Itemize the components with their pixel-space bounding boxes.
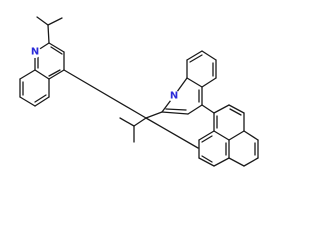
bond [186,50,203,61]
bond [19,96,36,107]
central-carbon [119,111,199,149]
bond [161,111,189,115]
bond [243,130,259,141]
structure-diagram: N N [19,16,259,167]
atom-background [168,90,180,102]
bond [165,108,187,111]
bond [228,157,245,167]
bond [189,54,203,63]
bond [119,117,135,127]
bond [243,157,259,167]
bond [47,17,63,26]
nitrogen-atom-left: N [31,47,39,58]
bond-linker-left [63,69,147,119]
bond [229,108,242,116]
bond [201,155,213,163]
bond [201,135,213,143]
bond [34,69,50,80]
bond [48,42,65,53]
atom-background [29,46,41,58]
left-quinoline: N [19,16,65,107]
bond [48,69,65,80]
bond [213,157,230,167]
bond [201,104,215,114]
naphthalene [198,104,259,167]
bond [36,16,49,26]
bond [145,117,199,149]
bond [47,24,50,44]
bond [201,77,217,88]
bond [201,50,217,61]
bond [19,69,36,80]
nitrogen-atom-right: N [170,91,178,102]
bond [50,46,63,55]
bond [133,117,147,127]
bond [34,96,50,107]
bond [198,157,215,167]
bond [213,130,230,141]
right-quinoline: N [161,50,217,115]
bond [228,104,245,114]
bond [187,104,203,115]
bond [198,130,215,141]
bond [213,104,230,114]
bond [48,69,61,77]
bond [145,111,163,119]
bond [228,130,245,141]
bond [186,77,203,88]
bond [34,94,47,103]
